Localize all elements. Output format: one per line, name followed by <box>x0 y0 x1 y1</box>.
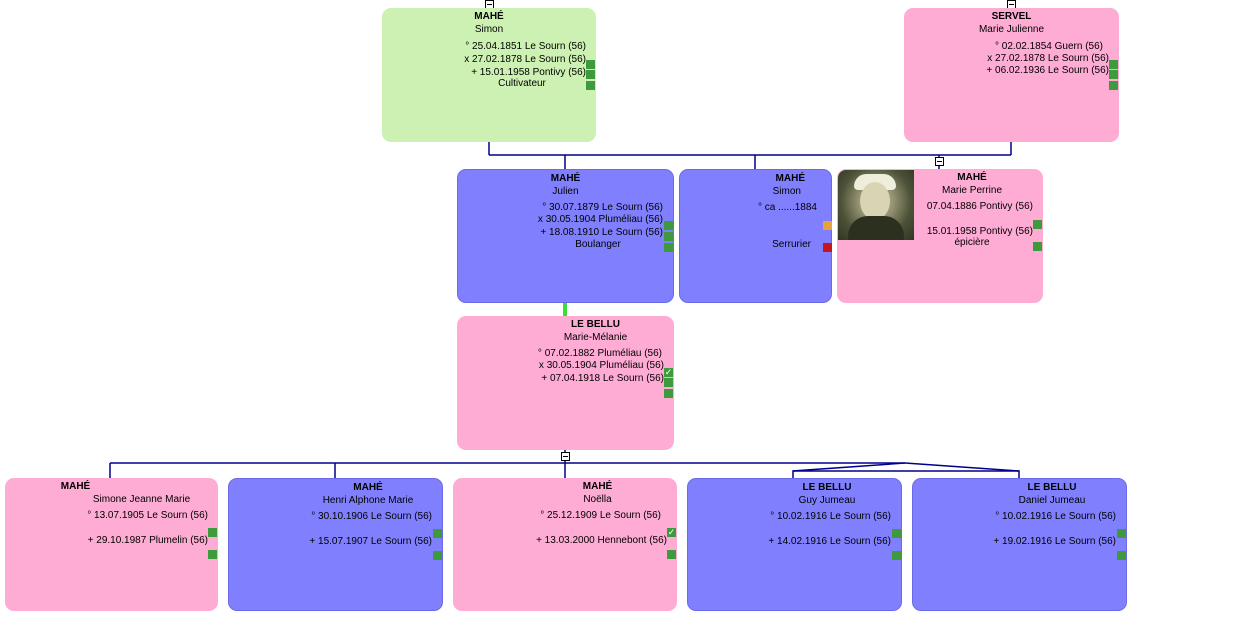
source-marker[interactable] <box>667 550 676 559</box>
given-name: Daniel Jumeau <box>1018 495 1086 506</box>
person-card-guy-le-bellu[interactable]: LE BELLU Guy Jumeau ° 10.02.1916 Le Sour… <box>687 478 902 611</box>
family-name: MAHÉ <box>775 173 805 184</box>
source-marker[interactable] <box>1033 220 1042 229</box>
birth-event: ° 10.02.1916 Le Sourn (56) <box>995 511 1116 522</box>
family-name: LE BELLU <box>802 482 852 493</box>
person-card-simon-mahe-1884[interactable]: MAHÉ Simon ° ca ......1884 Serrurier <box>679 169 832 303</box>
birth-event: ° 10.02.1916 Le Sourn (56) <box>770 511 891 522</box>
source-marker[interactable] <box>823 243 832 252</box>
given-name: Henri Alphone Marie <box>322 495 414 506</box>
collapse-toggle[interactable] <box>935 157 944 166</box>
source-marker[interactable] <box>664 389 673 398</box>
person-card-simone-mahe[interactable]: MAHÉ Simone Jeanne Marie ° 13.07.1905 Le… <box>5 478 218 611</box>
person-card-henri-mahe[interactable]: MAHÉ Henri Alphone Marie ° 30.10.1906 Le… <box>228 478 443 611</box>
person-card-daniel-le-bellu[interactable]: LE BELLU Daniel Jumeau ° 10.02.1916 Le S… <box>912 478 1127 611</box>
source-marker[interactable] <box>1109 81 1118 90</box>
source-marker[interactable] <box>208 550 217 559</box>
source-marker[interactable] <box>208 528 217 537</box>
birth-event: 07.04.1886 Pontivy (56) <box>926 201 1033 212</box>
source-marker[interactable] <box>433 551 442 560</box>
occupation: Serrurier <box>772 239 811 250</box>
death-event: + 13.03.2000 Hennebont (56) <box>536 535 667 546</box>
source-marker[interactable] <box>1109 70 1118 79</box>
birth-event: ° 25.12.1909 Le Sourn (56) <box>540 510 661 521</box>
given-name: Simone Jeanne Marie <box>92 494 191 505</box>
birth-event: ° 30.07.1879 Le Sourn (56) <box>542 202 663 213</box>
marriage-event: x 30.05.1904 Pluméliau (56) <box>538 360 664 371</box>
death-event: + 07.04.1918 Le Sourn (56) <box>541 373 664 384</box>
collapse-toggle[interactable] <box>561 452 570 461</box>
family-name: MAHÉ <box>550 173 581 184</box>
person-card-marie-perrine-mahe[interactable]: MAHÉ Marie Perrine 07.04.1886 Pontivy (5… <box>837 169 1043 303</box>
marriage-event: x 27.02.1878 Le Sourn (56) <box>987 53 1109 64</box>
source-marker[interactable] <box>1109 60 1118 69</box>
source-marker[interactable] <box>892 551 901 560</box>
source-marker[interactable] <box>1117 529 1126 538</box>
death-event: 15.01.1958 Pontivy (56) <box>926 226 1033 237</box>
source-marker[interactable] <box>1117 551 1126 560</box>
source-marker[interactable] <box>586 81 595 90</box>
given-name: Noëlla <box>583 494 612 505</box>
source-marker[interactable] <box>586 70 595 79</box>
person-card-noella-mahe[interactable]: MAHÉ Noëlla ° 25.12.1909 Le Sourn (56) +… <box>453 478 677 611</box>
source-marker[interactable] <box>664 221 673 230</box>
marriage-event: x 30.05.1904 Pluméliau (56) <box>537 214 663 225</box>
death-event: + 06.02.1936 Le Sourn (56) <box>986 65 1109 76</box>
given-name: Simon <box>772 186 801 197</box>
check-marker[interactable]: ✓ <box>664 367 673 377</box>
occupation: Cultivateur <box>498 78 546 89</box>
family-name: LE BELLU <box>571 319 620 330</box>
person-card-marie-melanie-le-bellu[interactable]: LE BELLU Marie-Mélanie ° 07.02.1882 Plum… <box>457 316 674 450</box>
family-name: MAHÉ <box>957 172 987 183</box>
death-event: + 15.07.1907 Le Sourn (56) <box>309 536 432 547</box>
source-marker[interactable] <box>823 221 832 230</box>
source-marker[interactable] <box>664 243 673 252</box>
death-event: + 19.02.1916 Le Sourn (56) <box>993 536 1116 547</box>
family-name: MAHÉ <box>353 482 383 493</box>
death-event: + 14.02.1916 Le Sourn (56) <box>768 536 891 547</box>
given-name: Marie-Mélanie <box>563 332 628 343</box>
person-card-julien-mahe[interactable]: MAHÉ Julien ° 30.07.1879 Le Sourn (56) x… <box>457 169 674 303</box>
family-name: SERVEL <box>991 11 1032 22</box>
family-name: MAHÉ <box>474 11 504 22</box>
family-name: MAHÉ <box>60 481 91 492</box>
marriage-event: x 27.02.1878 Le Sourn (56) <box>464 54 586 65</box>
family-name: LE BELLU <box>1027 482 1077 493</box>
person-card-simon-mahe-1851[interactable]: MAHÉ Simon ° 25.04.1851 Le Sourn (56) x … <box>382 8 596 142</box>
given-name: Simon <box>474 24 504 35</box>
occupation: Boulanger <box>575 239 621 250</box>
occupation: épicière <box>954 237 990 248</box>
given-name: Marie Perrine <box>941 185 1003 196</box>
birth-event: ° 07.02.1882 Pluméliau (56) <box>537 348 662 359</box>
birth-event: ° ca ......1884 <box>757 202 817 213</box>
portrait-photo[interactable] <box>838 170 914 240</box>
source-marker[interactable] <box>1033 242 1042 251</box>
birth-event: ° 30.10.1906 Le Sourn (56) <box>311 511 432 522</box>
death-event: + 18.08.1910 Le Sourn (56) <box>540 227 663 238</box>
death-event: + 15.01.1958 Pontivy (56) <box>471 67 586 78</box>
birth-event: ° 02.02.1854 Guern (56) <box>995 41 1103 52</box>
given-name: Julien <box>552 186 579 197</box>
death-event: + 29.10.1987 Plumelin (56) <box>87 535 208 546</box>
family-name: MAHÉ <box>582 481 613 492</box>
source-marker[interactable] <box>664 378 673 387</box>
source-marker[interactable] <box>664 232 673 241</box>
given-name: Guy Jumeau <box>798 495 856 506</box>
source-marker[interactable] <box>892 529 901 538</box>
check-marker[interactable]: ✓ <box>667 527 676 537</box>
person-card-marie-julienne-servel[interactable]: SERVEL Marie Julienne ° 02.02.1854 Guern… <box>904 8 1119 142</box>
given-name: Marie Julienne <box>978 24 1045 35</box>
source-marker[interactable] <box>586 60 595 69</box>
source-marker[interactable] <box>433 529 442 538</box>
birth-event: ° 25.04.1851 Le Sourn (56) <box>465 41 586 52</box>
birth-event: ° 13.07.1905 Le Sourn (56) <box>87 510 208 521</box>
